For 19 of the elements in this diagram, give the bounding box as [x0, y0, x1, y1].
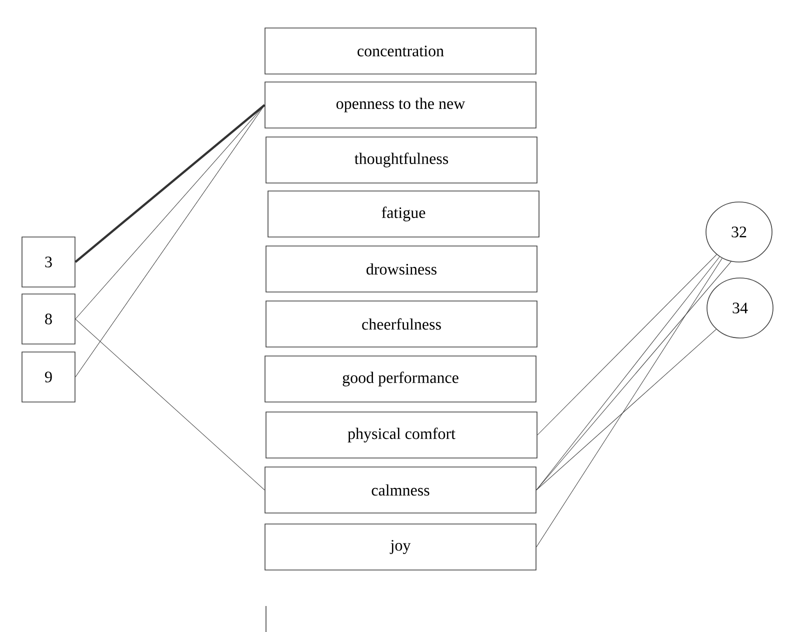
connector-line [74, 104, 266, 263]
connector-line [536, 258, 722, 548]
label-box: thoughtfulness [266, 136, 538, 184]
label-box: joy [264, 524, 536, 570]
label-box: fatigue [268, 190, 540, 238]
label-box: physical comfort [266, 412, 538, 458]
label-box: concentration [264, 28, 536, 74]
label-box: cheerfulness [266, 300, 538, 348]
connector-line [537, 254, 717, 436]
connector-line [536, 329, 716, 490]
number-box: 3 [22, 236, 76, 288]
number-box: 8 [22, 294, 76, 344]
label-box: good performance [264, 356, 536, 402]
label-box: openness to the new [264, 82, 536, 128]
number-box: 9 [22, 352, 76, 402]
label-box: drowsiness [266, 246, 538, 292]
connector-line [75, 104, 265, 378]
connector-line [75, 318, 265, 490]
label-box: calmness [264, 466, 536, 514]
